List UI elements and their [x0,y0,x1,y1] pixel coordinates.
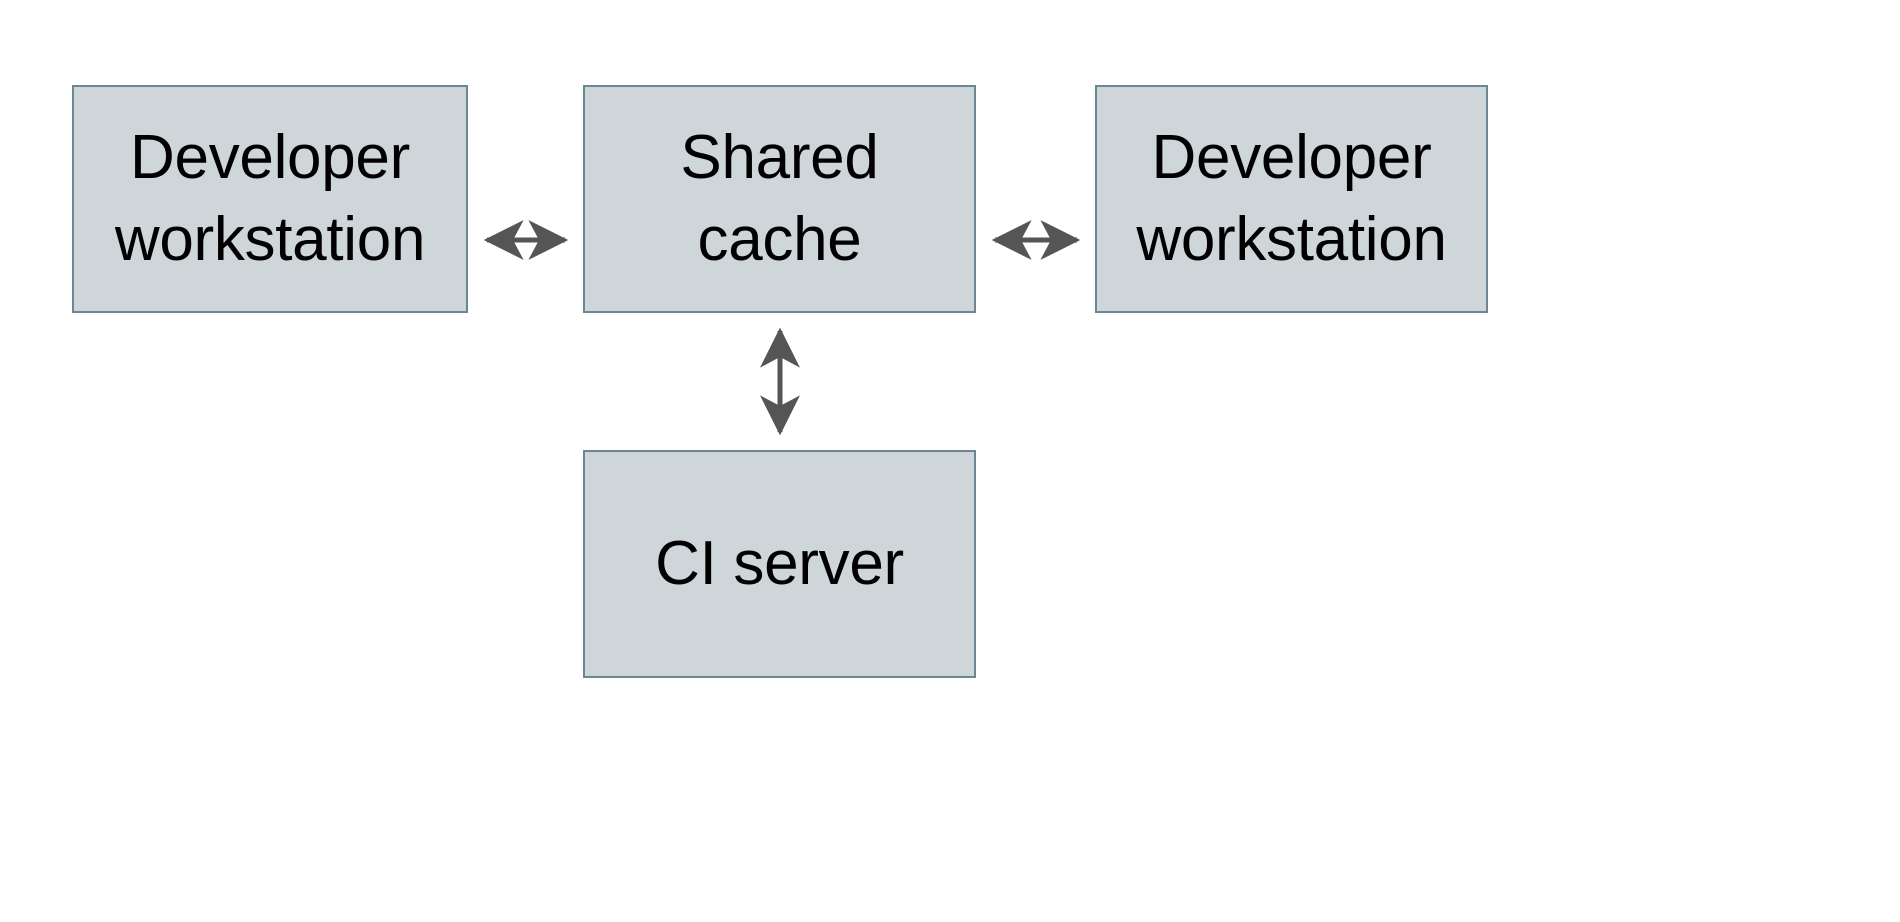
node-label: Developer workstation [1136,123,1447,274]
edge-shared-cache-to-developer-right [991,220,1081,260]
node-label: Shared cache [680,123,879,274]
node-developer-workstation-left[interactable]: Developer workstation [72,85,468,313]
node-label: Developer workstation [114,123,426,274]
node-shared-cache[interactable]: Shared cache [583,85,976,313]
node-ci-server[interactable]: CI server [583,450,976,678]
edge-developer-left-to-shared-cache [483,220,569,260]
node-label: CI server [655,529,904,599]
edge-shared-cache-to-ci-server [760,327,800,436]
node-developer-workstation-right[interactable]: Developer workstation [1095,85,1488,313]
